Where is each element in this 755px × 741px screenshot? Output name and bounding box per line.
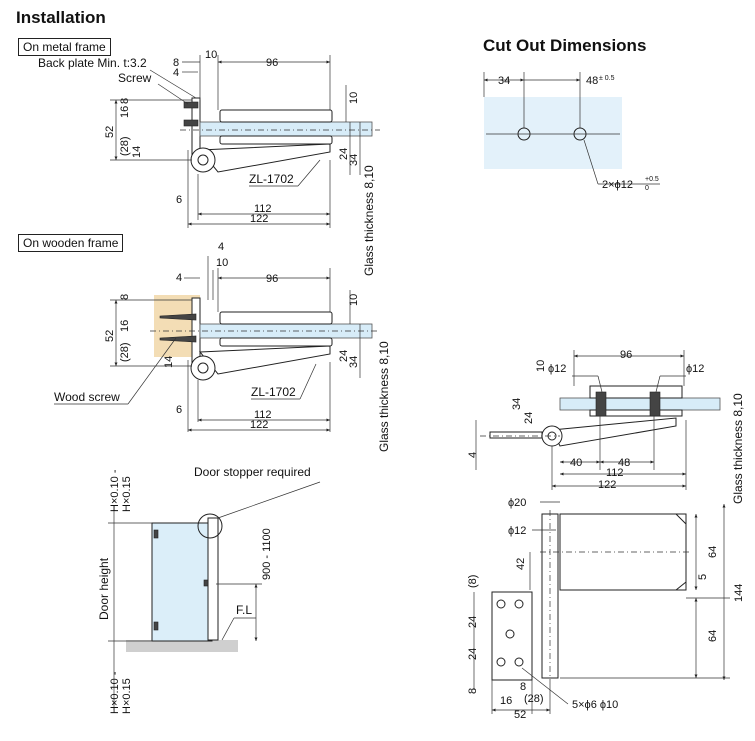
metal-glass: Glass thickness 8,10 — [362, 165, 376, 276]
door-top-clear-2: H×0.15 — [121, 476, 133, 512]
front-dim-24b: 24 — [467, 648, 479, 660]
door-bot-clear-1: H×0.10 - — [109, 671, 121, 714]
metal-dim-4: 4 — [173, 67, 179, 79]
wood-dim-34: 34 — [348, 356, 360, 368]
wood-dim-6: 6 — [176, 404, 182, 416]
wood-dim-4b: 4 — [176, 272, 182, 284]
metal-dim-52: 52 — [104, 126, 116, 138]
metal-model: ZL-1702 — [249, 172, 294, 186]
wood-dim-16: 16 — [119, 320, 131, 332]
cutout-diagram: 34 48 ± 0.5 2×ϕ12 +0.5 0 — [483, 72, 660, 192]
metal-dim-16: 16 — [119, 106, 131, 118]
wood-dim-10: 10 — [216, 257, 228, 269]
side-dim-96: 96 — [620, 349, 632, 361]
metal-dim-8b: 8 — [119, 98, 131, 104]
metal-screw: Screw — [118, 71, 152, 85]
metal-dim-96: 96 — [266, 57, 278, 69]
wood-dim-24: 24 — [338, 350, 350, 362]
wood-dim-14: 14 — [163, 356, 175, 368]
metal-frame-label: On metal frame — [18, 38, 111, 56]
front-phi12: ϕ12 — [508, 525, 526, 537]
wood-dim-112: 112 — [254, 409, 272, 421]
side-dim-4: 4 — [467, 452, 479, 458]
wooden-frame-diagram: 4 10 4 96 52 (28) 16 8 14 10 24 34 Glass… — [54, 241, 391, 452]
front-holes: 5×ϕ6 ϕ10 — [572, 699, 618, 711]
wooden-frame-label: On wooden frame — [18, 234, 124, 252]
cutout-holes-tol-top: +0.5 — [645, 176, 659, 183]
side-glass: Glass thickness 8,10 — [731, 393, 745, 504]
door-range: 900 - 1100 — [261, 528, 273, 580]
door-diagram: Door stopper required H×0.10 - H×0.15 Do… — [97, 465, 321, 714]
front-dim-16: 16 — [500, 695, 512, 707]
wood-model: ZL-1702 — [251, 385, 296, 399]
metal-dim-8: 8 — [173, 57, 179, 69]
front-dim-144: 144 — [733, 584, 745, 602]
front-dim-5: 5 — [697, 574, 709, 580]
front-dim-64a: 64 — [707, 546, 719, 558]
metal-dim-10v: 10 — [348, 92, 360, 104]
metal-dim-112: 112 — [254, 203, 272, 215]
wood-dim-96: 96 — [266, 273, 278, 285]
door-height: Door height — [97, 557, 111, 620]
cutout-dim-48-tol: ± 0.5 — [599, 75, 615, 82]
side-dim-112: 112 — [606, 467, 624, 479]
cutout-title: Cut Out Dimensions — [483, 36, 647, 55]
front-dim-8: 8 — [467, 688, 479, 694]
front-dim-8b: 8 — [520, 681, 526, 693]
cutout-dim-34: 34 — [498, 75, 510, 87]
side-view-diagram: 96 ϕ12 ϕ12 10 34 24 4 40 48 112 122 Glas… — [467, 349, 745, 504]
side-phi12b: ϕ12 — [686, 363, 704, 375]
side-dim-40: 40 — [570, 457, 582, 469]
metal-frame-diagram: 96 8 10 4 Back plate Min. t:3.2 Screw 52… — [38, 49, 380, 276]
door-fl: F.L — [236, 603, 252, 617]
side-dim-122: 122 — [598, 479, 616, 491]
wood-dim-28: (28) — [119, 342, 131, 362]
side-dim-10: 10 — [535, 360, 547, 372]
wood-dim-8: 8 — [119, 294, 131, 300]
metal-dim-14: 14 — [131, 146, 143, 158]
metal-dim-122: 122 — [250, 213, 268, 225]
front-dim-8p: (8) — [467, 575, 479, 588]
metal-dim-24: 24 — [338, 148, 350, 160]
wood-dim-4: 4 — [218, 241, 224, 253]
side-dim-48: 48 — [618, 457, 630, 469]
front-dim-28: (28) — [524, 693, 544, 705]
front-phi20: ϕ20 — [508, 497, 526, 509]
side-dim-24: 24 — [523, 412, 535, 424]
wood-glass: Glass thickness 8,10 — [377, 341, 391, 452]
metal-back-plate: Back plate Min. t:3.2 — [38, 56, 147, 70]
cutout-dim-48: 48 — [586, 75, 598, 87]
cutout-holes: 2×ϕ12 — [602, 179, 633, 191]
installation-title: Installation — [16, 8, 106, 27]
front-dim-52: 52 — [514, 709, 526, 721]
wood-screw: Wood screw — [54, 390, 120, 404]
wood-dim-52: 52 — [104, 330, 116, 342]
side-dim-34: 34 — [511, 398, 523, 410]
cutout-holes-tol-bot: 0 — [645, 185, 649, 192]
front-view-diagram: ϕ20 ϕ12 42 64 5 144 64 (8) 24 24 8 16 8 … — [467, 497, 745, 721]
front-dim-42: 42 — [515, 558, 527, 570]
front-dim-64b: 64 — [707, 630, 719, 642]
wood-dim-122: 122 — [250, 419, 268, 431]
metal-dim-10: 10 — [205, 49, 217, 61]
metal-dim-34: 34 — [348, 154, 360, 166]
side-phi12a: ϕ12 — [548, 363, 566, 375]
front-dim-24a: 24 — [467, 616, 479, 628]
metal-dim-6: 6 — [176, 194, 182, 206]
wood-dim-10v: 10 — [348, 294, 360, 306]
door-bot-clear-2: H×0.15 — [121, 678, 133, 714]
door-top-clear-1: H×0.10 - — [109, 469, 121, 512]
metal-dim-28: (28) — [119, 136, 131, 156]
door-stopper: Door stopper required — [194, 465, 311, 479]
